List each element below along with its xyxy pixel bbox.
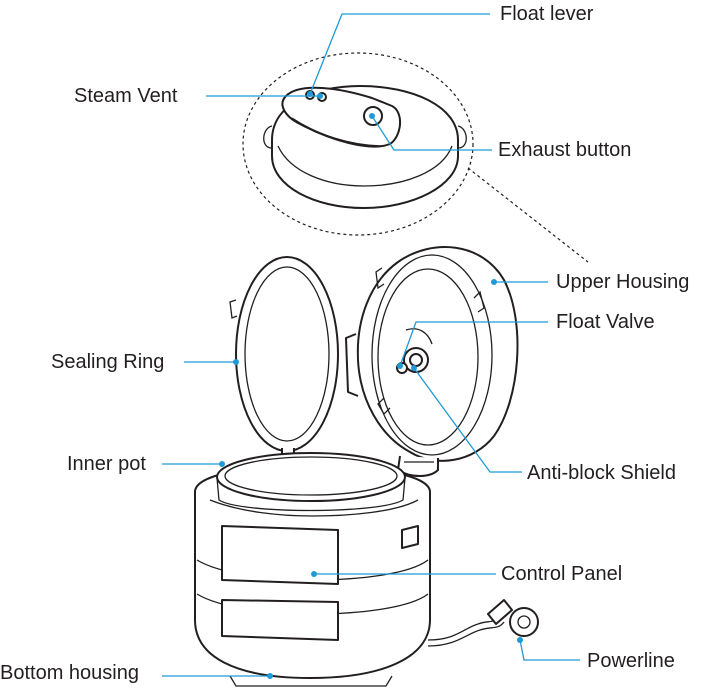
detail-inset-connector bbox=[467, 167, 589, 263]
label-float-lever: Float lever bbox=[500, 3, 594, 25]
label-anti-block-shield: Anti-block Shield bbox=[527, 462, 676, 484]
detail-inset-outline bbox=[242, 52, 474, 236]
label-upper-housing: Upper Housing bbox=[556, 271, 690, 293]
leader-lines bbox=[162, 13, 580, 679]
inner-pot-part bbox=[216, 452, 406, 512]
sealing-ring-part bbox=[229, 256, 339, 463]
label-steam-vent: Steam Vent bbox=[74, 85, 178, 107]
label-sealing-ring: Sealing Ring bbox=[51, 351, 165, 373]
steam-release-handle bbox=[263, 85, 467, 209]
label-powerline: Powerline bbox=[587, 650, 675, 672]
power-cord bbox=[427, 599, 539, 647]
label-control-panel: Control Panel bbox=[501, 563, 623, 585]
label-float-valve: Float Valve bbox=[556, 311, 655, 333]
upper-housing-part bbox=[345, 246, 519, 477]
label-inner-pot: Inner pot bbox=[67, 453, 146, 475]
label-bottom-housing: Bottom housing bbox=[0, 662, 139, 684]
label-exhaust-button: Exhaust button bbox=[498, 139, 632, 161]
